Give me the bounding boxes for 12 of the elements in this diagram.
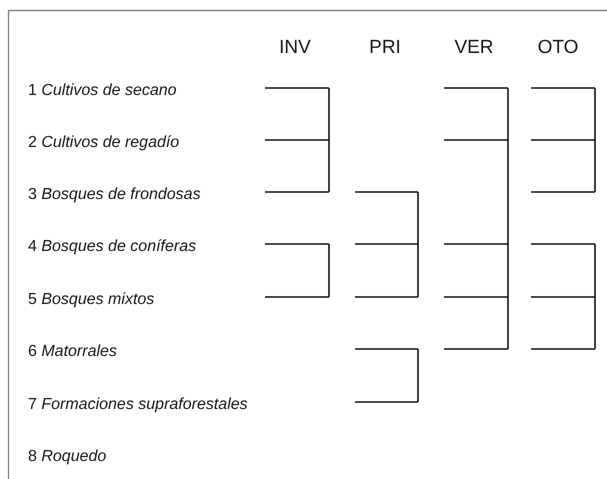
row-label: 1 Cultivos de secano	[28, 83, 177, 99]
row-label: 8 Roquedo	[28, 449, 106, 465]
row-label: 5 Bosques mixtos	[28, 292, 154, 308]
column-header: PRI	[369, 38, 401, 57]
row-label: 4 Bosques de coníferas	[28, 239, 196, 255]
column-header: VER	[454, 38, 494, 57]
row-label: 7 Formaciones supraforestales	[28, 397, 248, 413]
column-header: INV	[279, 38, 311, 57]
row-label: 6 Matorrales	[28, 344, 117, 360]
column-header: OTO	[538, 38, 578, 57]
row-label: 3 Bosques de frondosas	[28, 187, 201, 203]
row-label: 2 Cultivos de regadío	[28, 135, 180, 151]
